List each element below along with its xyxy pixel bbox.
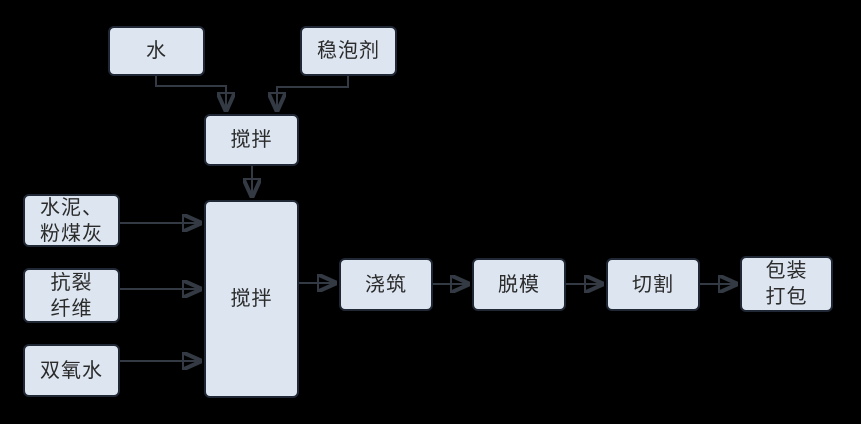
- node-demolding-label: 脱模: [498, 273, 540, 296]
- node-anti-crack-fiber-label: 抗裂 纤维: [50, 271, 93, 320]
- edge-stabilizer-to-mixing1: [277, 76, 349, 112]
- node-cutting: 切割: [606, 258, 700, 311]
- node-mixing-2: 搅拌: [204, 200, 299, 398]
- node-demolding: 脱模: [472, 258, 566, 311]
- node-cement-flyash: 水泥、 粉煤灰: [23, 194, 120, 247]
- node-pouring: 浇筑: [339, 258, 433, 311]
- edge-water-to-mixing1: [155, 76, 226, 112]
- node-mixing-1-label: 搅拌: [230, 129, 273, 151]
- node-mixing-2-label: 搅拌: [230, 288, 273, 310]
- node-anti-crack-fiber: 抗裂 纤维: [23, 268, 120, 323]
- node-foam-stabilizer-label: 稳泡剂: [317, 40, 380, 62]
- node-foam-stabilizer: 稳泡剂: [300, 26, 397, 76]
- node-packing-label: 包装 打包: [765, 260, 808, 308]
- node-hydrogen-peroxide: 双氧水: [23, 344, 120, 397]
- node-water-label: 水: [146, 40, 167, 62]
- node-cement-flyash-label: 水泥、 粉煤灰: [40, 196, 103, 245]
- node-water: 水: [108, 26, 205, 76]
- node-cutting-label: 切割: [632, 273, 674, 296]
- node-hydrogen-peroxide-label: 双氧水: [40, 359, 103, 382]
- node-pouring-label: 浇筑: [365, 273, 407, 296]
- node-packing: 包装 打包: [740, 256, 833, 312]
- node-mixing-1: 搅拌: [204, 114, 299, 166]
